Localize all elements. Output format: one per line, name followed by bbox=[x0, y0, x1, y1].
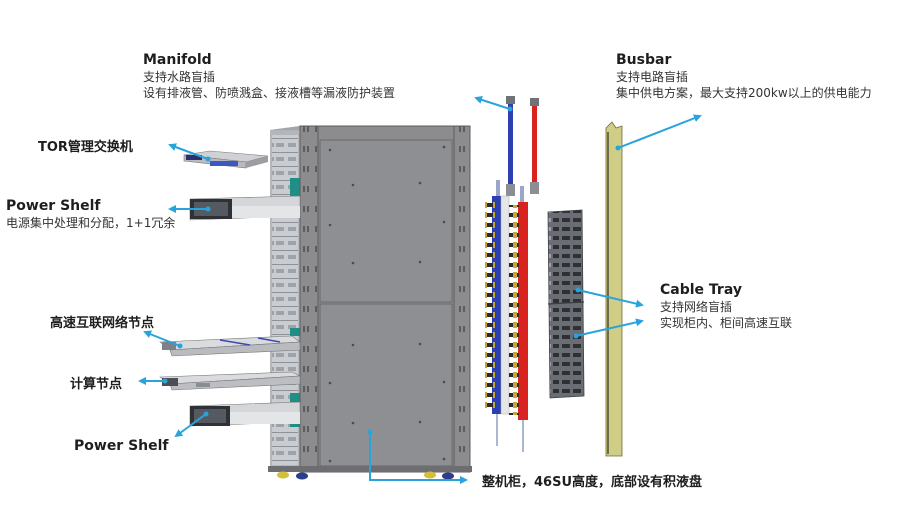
arrow-cable-tray-upper bbox=[577, 289, 644, 308]
arrow-tor-switch bbox=[168, 143, 209, 160]
interconnect-node-module[interactable] bbox=[159, 335, 301, 357]
manifold-red-hose bbox=[532, 106, 537, 182]
cabinet-right-rail bbox=[454, 126, 470, 472]
callout-arrows bbox=[138, 96, 702, 484]
rack-cabinet[interactable] bbox=[268, 125, 472, 480]
power-shelf-bottom-module[interactable] bbox=[189, 401, 301, 427]
manifold-return-pipe bbox=[518, 202, 528, 420]
caster-wheels bbox=[277, 471, 454, 480]
compute-node-title: 计算节点 bbox=[70, 377, 123, 392]
cable-tray-line-2: 实现柜内、柜间高速互联 bbox=[660, 316, 793, 330]
cabinet-door-upper bbox=[319, 139, 453, 303]
arrow-interconnect-node bbox=[143, 330, 181, 347]
manifold-line-2: 设有排液管、防喷溅盒、接液槽等漏液防护装置 bbox=[143, 86, 396, 100]
teal-ports bbox=[290, 178, 300, 204]
door-screws bbox=[328, 145, 446, 463]
busbar-line-2: 集中供电方案，最大支持200kw以上的供电能力 bbox=[616, 86, 872, 100]
power-shelf-top-line-1: 电源集中处理和分配，1+1冗余 bbox=[6, 216, 176, 230]
manifold[interactable] bbox=[485, 96, 539, 452]
manifold-line-1: 支持水路盲插 bbox=[143, 70, 216, 84]
tor-switch-title: TOR管理交换机 bbox=[38, 140, 133, 155]
arrow-power-shelf-bottom bbox=[174, 413, 207, 438]
manifold-blue-connector bbox=[506, 96, 515, 104]
cable-tray-line-1: 支持网络盲插 bbox=[660, 300, 733, 314]
arrow-manifold bbox=[474, 96, 511, 110]
busbar-line-1: 支持电路盲插 bbox=[616, 70, 689, 84]
cabinet-left-rail bbox=[300, 126, 318, 472]
callout-manifold: Manifold 支持水路盲插 设有排液管、防喷溅盒、接液槽等漏液防护装置 bbox=[143, 52, 395, 101]
callout-busbar: Busbar 支持电路盲插 集中供电方案，最大支持200kw以上的供电能力 bbox=[616, 52, 872, 101]
arrow-cable-tray-lower bbox=[575, 318, 644, 337]
manifold-red-connector bbox=[530, 98, 539, 106]
power-shelf-top-module[interactable] bbox=[189, 195, 301, 221]
busbar-title: Busbar bbox=[616, 52, 672, 68]
tor-switch-module[interactable] bbox=[183, 150, 269, 169]
arrow-busbar bbox=[617, 114, 702, 149]
manifold-supply-pipe bbox=[492, 196, 501, 414]
cable-tray[interactable] bbox=[547, 209, 585, 399]
compute-node-module[interactable] bbox=[159, 371, 302, 391]
manifold-blue-hose bbox=[508, 104, 513, 184]
interconnect-node-title: 高速互联网络节点 bbox=[50, 316, 155, 331]
manifold-title: Manifold bbox=[143, 52, 212, 68]
cabinet-door-lower bbox=[319, 303, 453, 467]
teal-ports bbox=[290, 328, 300, 336]
cable-tray-title: Cable Tray bbox=[660, 282, 742, 298]
busbar[interactable] bbox=[605, 121, 623, 457]
power-shelf-bottom-title: Power Shelf bbox=[74, 438, 169, 454]
callout-power-shelf-top: Power Shelf 电源集中处理和分配，1+1冗余 bbox=[6, 198, 175, 231]
cabinet-title: 整机柜，46SU高度，底部设有积液盘 bbox=[482, 475, 703, 490]
arrow-cabinet bbox=[369, 432, 468, 484]
arrow-anchor-dots bbox=[162, 106, 621, 435]
power-shelf-top-title: Power Shelf bbox=[6, 198, 101, 214]
callout-cable-tray: Cable Tray 支持网络盲插 实现柜内、柜间高速互联 bbox=[660, 282, 792, 331]
